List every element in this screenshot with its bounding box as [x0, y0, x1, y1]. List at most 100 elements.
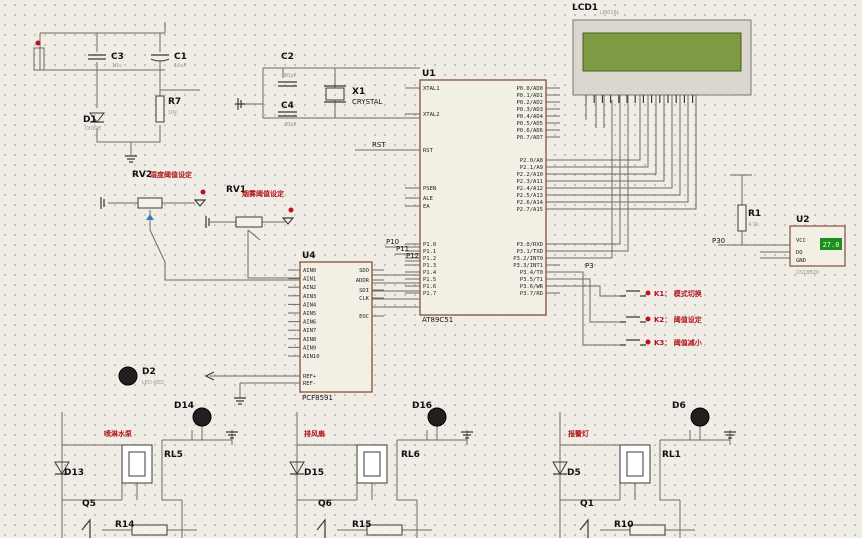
pin-label: P0.2/AD2	[517, 100, 544, 106]
pin-label: AIN1	[303, 277, 316, 283]
pin-label: AIN3	[303, 294, 316, 300]
pin-label: AIN8	[303, 337, 316, 343]
pin-label: P3.1/TXD	[517, 249, 544, 255]
svg-text:30pF: 30pF	[284, 73, 297, 79]
net-p11: P11	[396, 245, 409, 253]
resistor-r1-symbol	[737, 204, 747, 232]
pin-label: EOC	[359, 314, 369, 320]
pin-label: DQ	[796, 250, 803, 256]
reset-button	[33, 47, 45, 71]
pin-label: P3.7/RD	[520, 291, 543, 297]
label-x1: X1	[352, 87, 365, 97]
pin-label: SDI	[359, 288, 369, 294]
pot-rv1: RV1 烟雾阈值设定	[205, 185, 300, 279]
capacitor-c2-c4-symbols	[278, 81, 297, 117]
key-k3: K3： 阈值减小	[620, 338, 702, 347]
adc-u4: U4 PCF8591 AIN0AIN1AIN2AIN3AIN4AIN5AIN6A…	[288, 238, 420, 402]
resistor-r7-symbol	[155, 95, 165, 123]
pin-label: P2.7/A15	[517, 207, 544, 213]
u2-display-value: 27.0	[823, 241, 840, 249]
pin-label: P0.5/AD5	[517, 121, 544, 127]
pin-label: REF-	[303, 381, 316, 387]
pin-label: P1.4	[423, 270, 437, 276]
label-d1: D1	[83, 115, 97, 125]
pin-label: XTAL1	[423, 86, 440, 92]
pin-label: P3.0/RXD	[517, 242, 544, 248]
pin-label: AIN9	[303, 345, 316, 351]
label-d14: D14	[174, 401, 194, 411]
svg-text:LED-RED: LED-RED	[142, 380, 164, 386]
label-d6: D6	[672, 401, 686, 411]
label-q5: Q5	[82, 499, 96, 509]
pin-label: P1.3	[423, 263, 436, 269]
pin-label: EA	[423, 204, 430, 210]
keys: P3 K1： 模式切换 K2： 阈值设定 K3： 阈值减小	[546, 262, 703, 347]
net-p30: P30	[712, 237, 725, 245]
label-d2: D2	[142, 367, 156, 377]
u2-label: U2	[796, 215, 810, 225]
u1-label: U1	[422, 69, 436, 79]
relay-inner	[363, 451, 381, 477]
relay-driver-3	[552, 407, 736, 538]
relay-inner	[626, 451, 644, 477]
pin-label: AIN10	[303, 354, 320, 360]
label-r15: R15	[352, 520, 371, 530]
pin-label: P2.0/A8	[520, 158, 543, 164]
net-rst: RST	[372, 141, 386, 149]
capacitor-c1-symbol	[150, 54, 170, 62]
label-r7: R7	[168, 97, 181, 107]
lcd-lm016l: LCD1 LM016L	[572, 3, 752, 103]
lcd-label: LCD1	[572, 3, 598, 13]
svg-text:10k: 10k	[168, 110, 177, 116]
pin-label: P2.5/A13	[517, 193, 544, 199]
pot-rv2: RV2 湿度阈值设定	[100, 170, 300, 281]
label-k1: K1： 模式切换	[654, 289, 703, 298]
relay-driver-1	[54, 407, 238, 538]
pin-label: P3.2/INT0	[513, 256, 543, 262]
label-r1: R1	[748, 209, 761, 219]
pin-label: PSEN	[423, 186, 436, 192]
relay-labels: D14 D16 D6 喷淋水泵 排风扇 报警灯 RL5 RL6 RL1 D13 …	[64, 401, 686, 530]
pin-label: XTAL2	[423, 112, 440, 118]
label-q6: Q6	[318, 499, 332, 509]
flyback-diode	[289, 461, 305, 475]
ground-symbol	[125, 155, 137, 163]
rv2-symbol	[137, 197, 163, 209]
note-rv1: 烟雾阈值设定	[242, 189, 284, 198]
label-d16: D16	[412, 401, 432, 411]
note-relay2: 排风扇	[304, 429, 325, 438]
label-k3: K3： 阈值减小	[654, 338, 702, 347]
u1-part: AT89C51	[422, 316, 453, 324]
rv1-symbol	[235, 216, 263, 228]
pin-label: P0.7/AD7	[517, 135, 544, 141]
flyback-diode	[552, 461, 568, 475]
pin-label: P3.3/INT1	[513, 263, 543, 269]
pin-label: P2.3/A11	[517, 179, 544, 185]
label-rv1: RV1	[226, 185, 246, 195]
label-d13: D13	[64, 468, 84, 478]
pin-label: P1.1	[423, 249, 436, 255]
mcu-u1: U1 AT89C51 XTAL1XTAL2RSTPSENALEEAP1.0P1.…	[405, 69, 560, 324]
label-d5: D5	[567, 468, 581, 478]
label-c1: C1	[174, 52, 187, 62]
label-c3: C3	[111, 52, 124, 62]
relay-coil	[356, 444, 388, 484]
pin-label: P0.3/AD3	[517, 107, 544, 113]
pin-label: P1.6	[423, 284, 436, 290]
transistor-symbol	[579, 518, 589, 538]
key-k2: K2： 阈值设定	[620, 315, 702, 324]
net-p3: P3	[585, 262, 594, 270]
svg-text:10u: 10u	[112, 63, 122, 69]
pin-label: P2.2/A10	[517, 172, 544, 178]
u4-part: PCF8591	[302, 394, 333, 402]
lcd-screen	[582, 32, 742, 72]
key-k1: K1： 模式切换	[620, 289, 703, 298]
note-relay1: 喷淋水泵	[104, 429, 132, 438]
label-c4: C4	[281, 101, 294, 111]
pin-label: P3.6/WR	[520, 284, 544, 290]
label-c2: C2	[281, 52, 294, 62]
pin-label: P1.5	[423, 277, 436, 283]
pin-label: P0.6/AD6	[517, 128, 544, 134]
pin-label: VCC	[796, 238, 806, 244]
